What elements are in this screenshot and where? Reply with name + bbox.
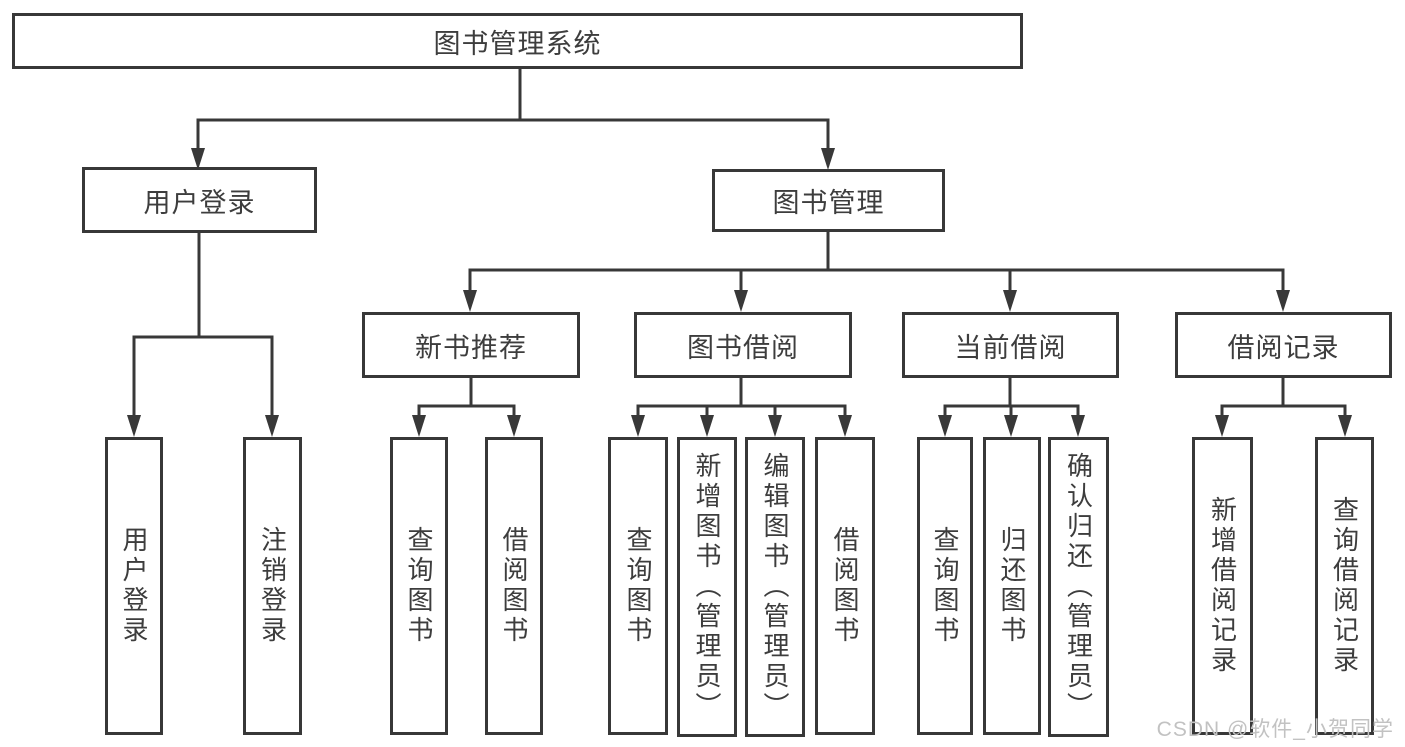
leaf-query-books-current-label: 查询图书 — [930, 526, 960, 646]
leaf-query-borrow-record-label: 查询借阅记录 — [1329, 496, 1360, 676]
leaf-add-borrow-record-label: 新增借阅记录 — [1207, 496, 1238, 676]
leaf-edit-book-admin-label: 编辑图书（管理员） — [760, 452, 790, 722]
leaf-query-books-recommend: 查询图书 — [390, 437, 448, 735]
leaf-user-login: 用户登录 — [105, 437, 163, 735]
node-book-management: 图书管理 — [712, 169, 945, 232]
leaf-query-books-borrow-label: 查询图书 — [623, 526, 653, 646]
node-book-borrow: 图书借阅 — [634, 312, 852, 378]
leaf-query-borrow-record: 查询借阅记录 — [1315, 437, 1374, 735]
leaf-borrow-books-recommend-label: 借阅图书 — [499, 526, 529, 646]
leaf-query-books-current: 查询图书 — [917, 437, 973, 735]
leaf-add-book-admin-label: 新增图书（管理员） — [692, 452, 722, 722]
watermark: CSDN @软件_小贺同学 — [1156, 718, 1394, 741]
leaf-logout-label: 注销登录 — [257, 526, 288, 646]
node-borrow-records: 借阅记录 — [1175, 312, 1392, 378]
leaf-return-books-label: 归还图书 — [997, 526, 1027, 646]
leaf-add-borrow-record: 新增借阅记录 — [1192, 437, 1253, 735]
leaf-confirm-return-admin-label: 确认归还（管理员） — [1063, 452, 1094, 722]
leaf-edit-book-admin: 编辑图书（管理员） — [745, 437, 805, 737]
leaf-return-books: 归还图书 — [983, 437, 1041, 735]
leaf-confirm-return-admin: 确认归还（管理员） — [1048, 437, 1109, 737]
node-new-book-recommend: 新书推荐 — [362, 312, 580, 378]
leaf-borrow-books-recommend: 借阅图书 — [485, 437, 543, 735]
leaf-borrow-books-borrow-label: 借阅图书 — [830, 526, 860, 646]
leaf-borrow-books-borrow: 借阅图书 — [815, 437, 875, 735]
leaf-query-books-recommend-label: 查询图书 — [404, 526, 434, 646]
leaf-query-books-borrow: 查询图书 — [608, 437, 668, 735]
node-root: 图书管理系统 — [12, 13, 1023, 69]
leaf-add-book-admin: 新增图书（管理员） — [677, 437, 737, 737]
node-user-login: 用户登录 — [82, 167, 317, 233]
node-current-borrow: 当前借阅 — [902, 312, 1119, 378]
leaf-logout: 注销登录 — [243, 437, 302, 735]
leaf-user-login-label: 用户登录 — [119, 526, 149, 646]
